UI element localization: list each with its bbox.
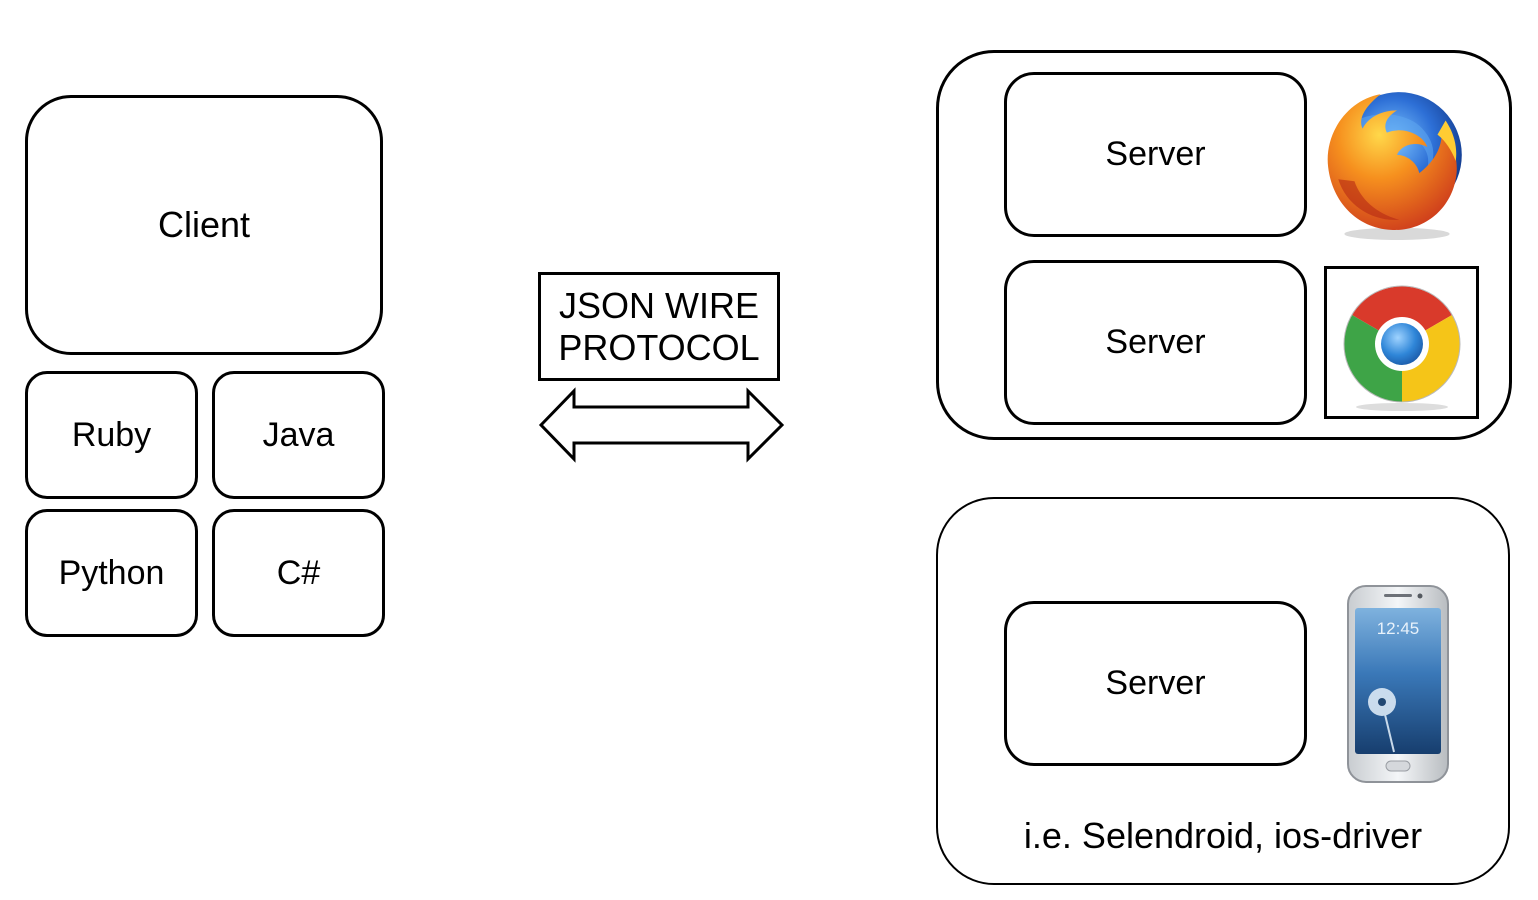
server-box-chrome: Server xyxy=(1004,260,1307,425)
protocol-label-line1: JSON WIRE xyxy=(558,284,759,326)
language-box-java: Java xyxy=(212,371,385,499)
server-label: Server xyxy=(1105,135,1206,174)
language-label: C# xyxy=(276,553,321,592)
server-box-mobile: Server xyxy=(1004,601,1307,766)
protocol-box: JSON WIRE PROTOCOL xyxy=(538,272,780,381)
protocol-label-line2: PROTOCOL xyxy=(558,326,760,368)
firefox-icon xyxy=(1327,92,1462,240)
client-label: Client xyxy=(157,204,251,246)
language-label: Python xyxy=(58,553,165,592)
language-label: Ruby xyxy=(71,415,152,454)
server-label: Server xyxy=(1105,664,1206,703)
server-box-firefox: Server xyxy=(1004,72,1307,237)
double-arrow-icon xyxy=(538,387,785,463)
language-box-csharp: C# xyxy=(212,509,385,637)
mobile-group-caption: i.e. Selendroid, ios-driver xyxy=(1023,815,1423,856)
chrome-logo-frame xyxy=(1324,266,1479,419)
server-label: Server xyxy=(1105,323,1206,362)
language-label: Java xyxy=(262,415,335,454)
smartphone-icon: 12:45 xyxy=(1347,585,1449,783)
phone-clock-text: 12:45 xyxy=(1377,619,1420,638)
language-box-ruby: Ruby xyxy=(25,371,198,499)
client-box: Client xyxy=(25,95,383,355)
chrome-icon xyxy=(1343,285,1461,411)
language-box-python: Python xyxy=(25,509,198,637)
